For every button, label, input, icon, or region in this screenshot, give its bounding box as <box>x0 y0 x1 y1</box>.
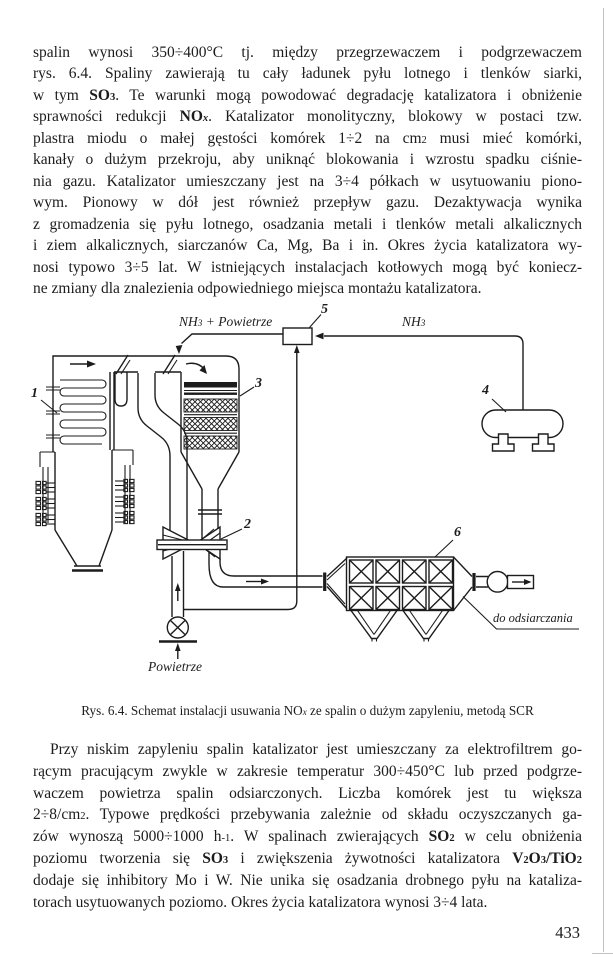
text-line: wym. Pionowy w dół jest również przepływ… <box>33 194 582 212</box>
figure-diagram-scr-installation: 1 2 3 4 5 6 NH3 + Powietrze NH3 Powietrz… <box>30 300 590 690</box>
text-line: rącym pracującym zwykle w zakresie tempe… <box>33 762 582 780</box>
text-line: rys. 6.4. Spaliny zawierają tu cały ładu… <box>33 65 582 83</box>
figure-label-4: 4 <box>482 383 489 398</box>
mixer-box <box>175 327 313 354</box>
page-edge-bottom <box>592 953 613 954</box>
text-line: waczem powietrza spalin odsiarczonych. L… <box>33 784 582 802</box>
figure-label-6: 6 <box>454 525 461 540</box>
text-line: 2÷8/cm2. Typowe prędkości przebywania za… <box>33 806 582 824</box>
figure-caption: Rys. 6.4. Schemat instalacji usuwania NO… <box>81 703 534 718</box>
boiler-hopper <box>35 449 135 572</box>
figure-label-2: 2 <box>244 517 251 532</box>
figure-label-5: 5 <box>321 302 328 317</box>
label-nh3-plus-air: NH3 + Powietrze <box>179 314 273 329</box>
body-paragraph-2: Przy niskim zapyleniu spalin katalizator… <box>33 739 582 913</box>
air-fan <box>159 551 197 659</box>
boiler <box>46 354 240 452</box>
body-paragraph-1: spalin wynosi 350÷400°C tj. między przeg… <box>33 42 582 299</box>
text-line: sprawności redukcji NOx. Katalizator mon… <box>33 108 582 126</box>
label-leader-lines <box>40 314 579 630</box>
ammonia-tank <box>481 409 564 452</box>
text-line: nia gazu. Katalizator umieszczany jest n… <box>33 172 582 190</box>
page-edge-right <box>603 8 604 952</box>
electrostatic-precipitator <box>323 556 535 642</box>
text-line: torach usytuowanych poziomo. Okres życia… <box>33 893 488 911</box>
air-preheater <box>156 525 228 561</box>
text-line: Przy niskim zapyleniu spalin katalizator… <box>50 741 582 758</box>
scr-schematic-drawing <box>35 314 579 659</box>
text-line: dodaje się inhibitory Mo i W. Nie unika … <box>33 871 582 889</box>
air-line <box>184 345 300 611</box>
flue-duct <box>208 552 323 588</box>
text-line: i ziem alkalicznych, siarczanów Ca, Mg, … <box>33 237 582 255</box>
text-line: plastra miodu o małej gęstości komórek 1… <box>33 129 582 147</box>
text-line: w tym SO3. Te warunki mogą powodować deg… <box>33 86 582 104</box>
text-line: poziomu tworzenia się SO3 i zwiększenia … <box>33 849 582 867</box>
text-line: z gromadzenia się pyłu lotnego, osadzani… <box>33 215 582 233</box>
label-nh3: NH3 <box>402 314 426 329</box>
text-line: spalin wynosi 350÷400°C tj. między przeg… <box>33 44 582 61</box>
text-line: ne zmiany dla znalezienia odpowiedniego … <box>33 279 482 297</box>
page-number: 433 <box>555 923 580 942</box>
nh3-line <box>315 332 524 410</box>
figure-label-3: 3 <box>255 376 262 391</box>
text-line: kanały o dużym przekroju, aby uniknąć bl… <box>33 151 582 169</box>
text-line: nosi typowo 3÷5 lat. W istniejących inst… <box>33 258 582 276</box>
label-powietrze: Powietrze <box>148 659 202 674</box>
figure-label-1: 1 <box>31 386 38 401</box>
label-do-odsiarczania: do odsiarczania <box>493 611 573 625</box>
text-line: zów wynoszą 5000÷1000 h-1. W spalinach z… <box>33 828 582 846</box>
scr-reactor <box>180 362 240 539</box>
downcomer-ducts <box>137 373 188 540</box>
